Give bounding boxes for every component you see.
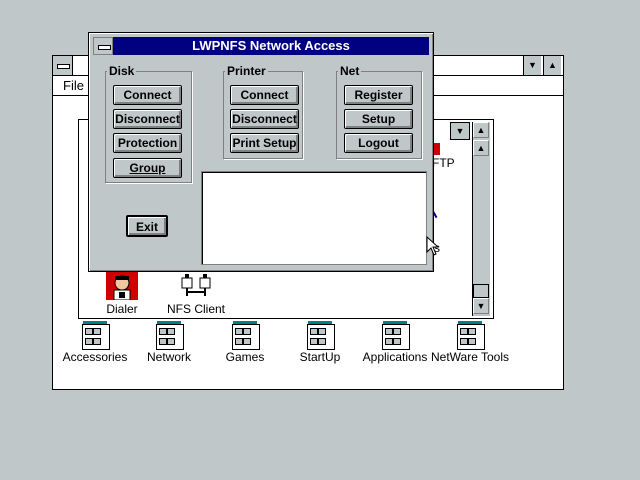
status-listbox[interactable] bbox=[201, 171, 427, 265]
ftp-icon[interactable] bbox=[432, 143, 440, 155]
disk-connect-button[interactable]: Connect bbox=[113, 85, 182, 105]
register-button[interactable]: Register bbox=[344, 85, 413, 105]
netware-tools-label: NetWare Tools bbox=[430, 350, 510, 364]
mouse-cursor-icon bbox=[426, 235, 440, 256]
scroll-up-button[interactable]: ▲ bbox=[473, 122, 489, 138]
netware-tools-group-icon[interactable] bbox=[454, 321, 486, 350]
nfs-client-icon[interactable] bbox=[180, 272, 212, 300]
group-minimize-button[interactable]: ▼ bbox=[450, 122, 470, 140]
startup-group-icon[interactable] bbox=[304, 321, 336, 350]
printer-group-label: Printer bbox=[225, 64, 268, 78]
group-vertical-scrollbar[interactable]: ▲ ▲ ▼ bbox=[472, 122, 490, 316]
printer-disconnect-button[interactable]: Disconnect bbox=[230, 109, 299, 129]
network-label: Network bbox=[146, 350, 191, 364]
accessories-label: Accessories bbox=[62, 350, 128, 364]
scroll-down-button[interactable]: ▼ bbox=[473, 298, 489, 314]
scroll-thumb[interactable] bbox=[473, 284, 489, 298]
disk-group-button[interactable]: Group bbox=[113, 158, 182, 178]
partial-label: s bbox=[434, 241, 440, 255]
applications-group-icon[interactable] bbox=[379, 321, 411, 350]
exit-button[interactable]: Exit bbox=[126, 215, 168, 237]
menu-file[interactable]: File bbox=[63, 78, 84, 93]
dialer-icon[interactable] bbox=[106, 272, 138, 301]
dialer-label: Dialer bbox=[106, 302, 138, 316]
logout-button[interactable]: Logout bbox=[344, 133, 413, 153]
games-group-icon[interactable] bbox=[229, 321, 261, 350]
disk-disconnect-button[interactable]: Disconnect bbox=[113, 109, 182, 129]
disk-protection-button[interactable]: Protection bbox=[113, 133, 182, 153]
disk-group-label: Disk bbox=[107, 64, 137, 78]
setup-button[interactable]: Setup bbox=[344, 109, 413, 129]
accessories-group-icon[interactable] bbox=[79, 321, 111, 350]
lwpnfs-dialog: LWPNFS Network Access Disk Connect Disco… bbox=[88, 32, 434, 272]
disk-groupbox bbox=[105, 71, 192, 183]
applications-label: Applications bbox=[362, 350, 428, 364]
dialog-title[interactable]: LWPNFS Network Access bbox=[113, 37, 429, 55]
nfs-client-label: NFS Client bbox=[166, 302, 225, 316]
ftp-label: FTP bbox=[432, 156, 455, 170]
startup-label: StartUp bbox=[299, 350, 341, 364]
network-group-icon[interactable] bbox=[153, 321, 185, 350]
system-menu-icon[interactable] bbox=[53, 56, 73, 75]
printer-connect-button[interactable]: Connect bbox=[230, 85, 299, 105]
maximize-button[interactable]: ▲ bbox=[543, 56, 561, 75]
print-setup-button[interactable]: Print Setup bbox=[230, 133, 299, 153]
net-group-label: Net bbox=[338, 64, 362, 78]
scroll-up-arrow-icon[interactable]: ▲ bbox=[473, 140, 489, 156]
minimize-button[interactable]: ▼ bbox=[523, 56, 541, 75]
net-groupbox bbox=[336, 71, 422, 159]
dialog-system-menu-icon[interactable] bbox=[93, 37, 113, 55]
games-label: Games bbox=[225, 350, 265, 364]
